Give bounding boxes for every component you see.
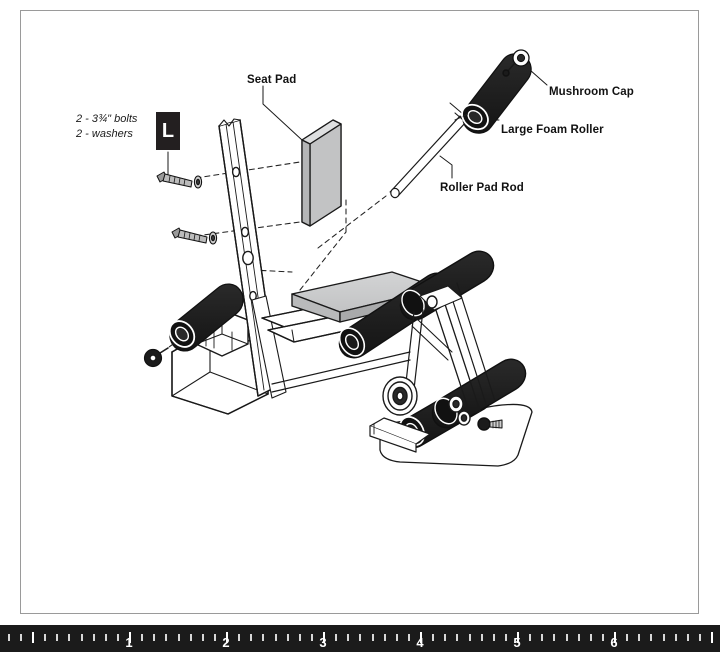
- ruler-tick-minor: [262, 634, 265, 641]
- ruler-tick-minor: [444, 634, 447, 641]
- ruler-tick-major: [517, 632, 519, 643]
- ruler-number: 3: [319, 635, 327, 650]
- ruler-tick-minor: [456, 634, 459, 641]
- inch-ruler: 1 2 3 4 5 6: [0, 625, 720, 652]
- foam-roller-upper-rear: [399, 250, 495, 321]
- ruler-tick-minor: [589, 634, 592, 641]
- callout-label-seat-pad: Seat Pad: [247, 74, 297, 86]
- ruler-number: 6: [610, 635, 618, 650]
- ruler-tick-minor: [153, 634, 156, 641]
- ruler-tick-minor: [468, 634, 471, 641]
- ruler-tick-minor: [92, 634, 95, 641]
- ruler-tick-minor: [286, 634, 289, 641]
- exploded-seat-pad: [301, 119, 342, 227]
- ruler-tick-minor: [310, 634, 313, 641]
- ruler-tick-minor: [56, 634, 59, 641]
- ruler-number: 4: [416, 635, 424, 650]
- ruler-tick-minor: [529, 634, 532, 641]
- ruler-tick-minor: [141, 634, 144, 641]
- ruler-tick-minor: [80, 634, 83, 641]
- assembly-illustration: [143, 49, 548, 467]
- exploded-left-mushroom-cap: [143, 347, 169, 368]
- ruler-tick-minor: [359, 634, 362, 641]
- ruler-tick-minor: [274, 634, 277, 641]
- ruler-tick-major: [323, 632, 325, 643]
- ruler-tick-minor: [577, 634, 580, 641]
- ruler-tick-minor: [165, 634, 168, 641]
- ruler-tick-minor: [19, 634, 22, 641]
- callout-label-mushroom-cap: Mushroom Cap: [549, 86, 634, 98]
- ruler-number: 1: [125, 635, 133, 650]
- ruler-tick-minor: [686, 634, 689, 641]
- exploded-bolt-upper: [156, 171, 193, 188]
- exploded-left-foam-roller: [168, 283, 244, 352]
- ruler-tick-minor: [177, 634, 180, 641]
- exploded-washer-upper: [193, 175, 203, 189]
- ruler-tick-minor: [504, 634, 507, 641]
- step-badge-l: L: [156, 112, 180, 150]
- ruler-tick-minor: [541, 634, 544, 641]
- exploded-bolt-lower: [171, 227, 208, 244]
- ruler-tick-minor: [492, 634, 495, 641]
- ruler-tick-minor: [68, 634, 71, 641]
- ruler-tick-minor: [347, 634, 350, 641]
- ruler-tick-minor: [189, 634, 192, 641]
- cap-to-roller-dashes: [161, 341, 177, 353]
- ruler-tick-minor: [335, 634, 338, 641]
- ruler-tick-minor: [116, 634, 119, 641]
- pivot-hub: [382, 376, 418, 416]
- rear-post: [251, 295, 287, 399]
- ruler-tick-major: [226, 632, 228, 643]
- ruler-tick-minor: [371, 634, 374, 641]
- ruler-tick-minor: [395, 634, 398, 641]
- front-foot-tube: [369, 417, 431, 453]
- ruler-tick-minor: [480, 634, 483, 641]
- ruler-tick-minor: [432, 634, 435, 641]
- ruler-tick-minor: [565, 634, 568, 641]
- ruler-tick-minor: [674, 634, 677, 641]
- ruler-number: 5: [513, 635, 521, 650]
- ruler-tick-minor: [213, 634, 216, 641]
- ruler-tick-minor: [650, 634, 653, 641]
- pivot-small: [448, 395, 471, 426]
- step-badge-letter: L: [161, 120, 175, 142]
- ruler-tick-minor: [7, 634, 10, 641]
- callout-label-roller-pad-rod: Roller Pad Rod: [440, 182, 524, 194]
- ruler-tick-minor: [601, 634, 604, 641]
- exploded-washer-lower: [208, 231, 218, 245]
- parts-list: 2 - 3¾" bolts 2 - washers: [76, 112, 137, 142]
- ruler-tick-minor: [626, 634, 629, 641]
- ruler-tick-major: [614, 632, 616, 643]
- ruler-tick-minor: [104, 634, 107, 641]
- ruler-tick-minor: [662, 634, 665, 641]
- ruler-tick-minor: [44, 634, 47, 641]
- ruler-tick-major: [32, 632, 34, 643]
- exploded-mushroom-cap: [502, 49, 530, 77]
- ruler-tick-minor: [250, 634, 253, 641]
- ruler-tick-minor: [298, 634, 301, 641]
- ruler-tick-minor: [553, 634, 556, 641]
- ruler-tick-minor: [201, 634, 204, 641]
- ruler-tick-minor: [383, 634, 386, 641]
- callout-label-large-foam-roller: Large Foam Roller: [501, 124, 604, 136]
- ruler-number: 2: [222, 635, 230, 650]
- parts-list-line-1: 2 - 3¾" bolts: [76, 113, 138, 125]
- ruler-tick-major: [711, 632, 713, 643]
- ruler-tick-major: [420, 632, 422, 643]
- foam-roller-lower-rear: [431, 358, 527, 429]
- ruler-tick-minor: [238, 634, 241, 641]
- ruler-tick-major: [129, 632, 131, 643]
- adjust-knob: [477, 417, 503, 431]
- parts-list-line-2: 2 - washers: [76, 128, 133, 140]
- ruler-tick-minor: [698, 634, 701, 641]
- lower-tie-bar: [271, 351, 411, 393]
- ruler-tick-minor: [638, 634, 641, 641]
- ruler-tick-minor: [407, 634, 410, 641]
